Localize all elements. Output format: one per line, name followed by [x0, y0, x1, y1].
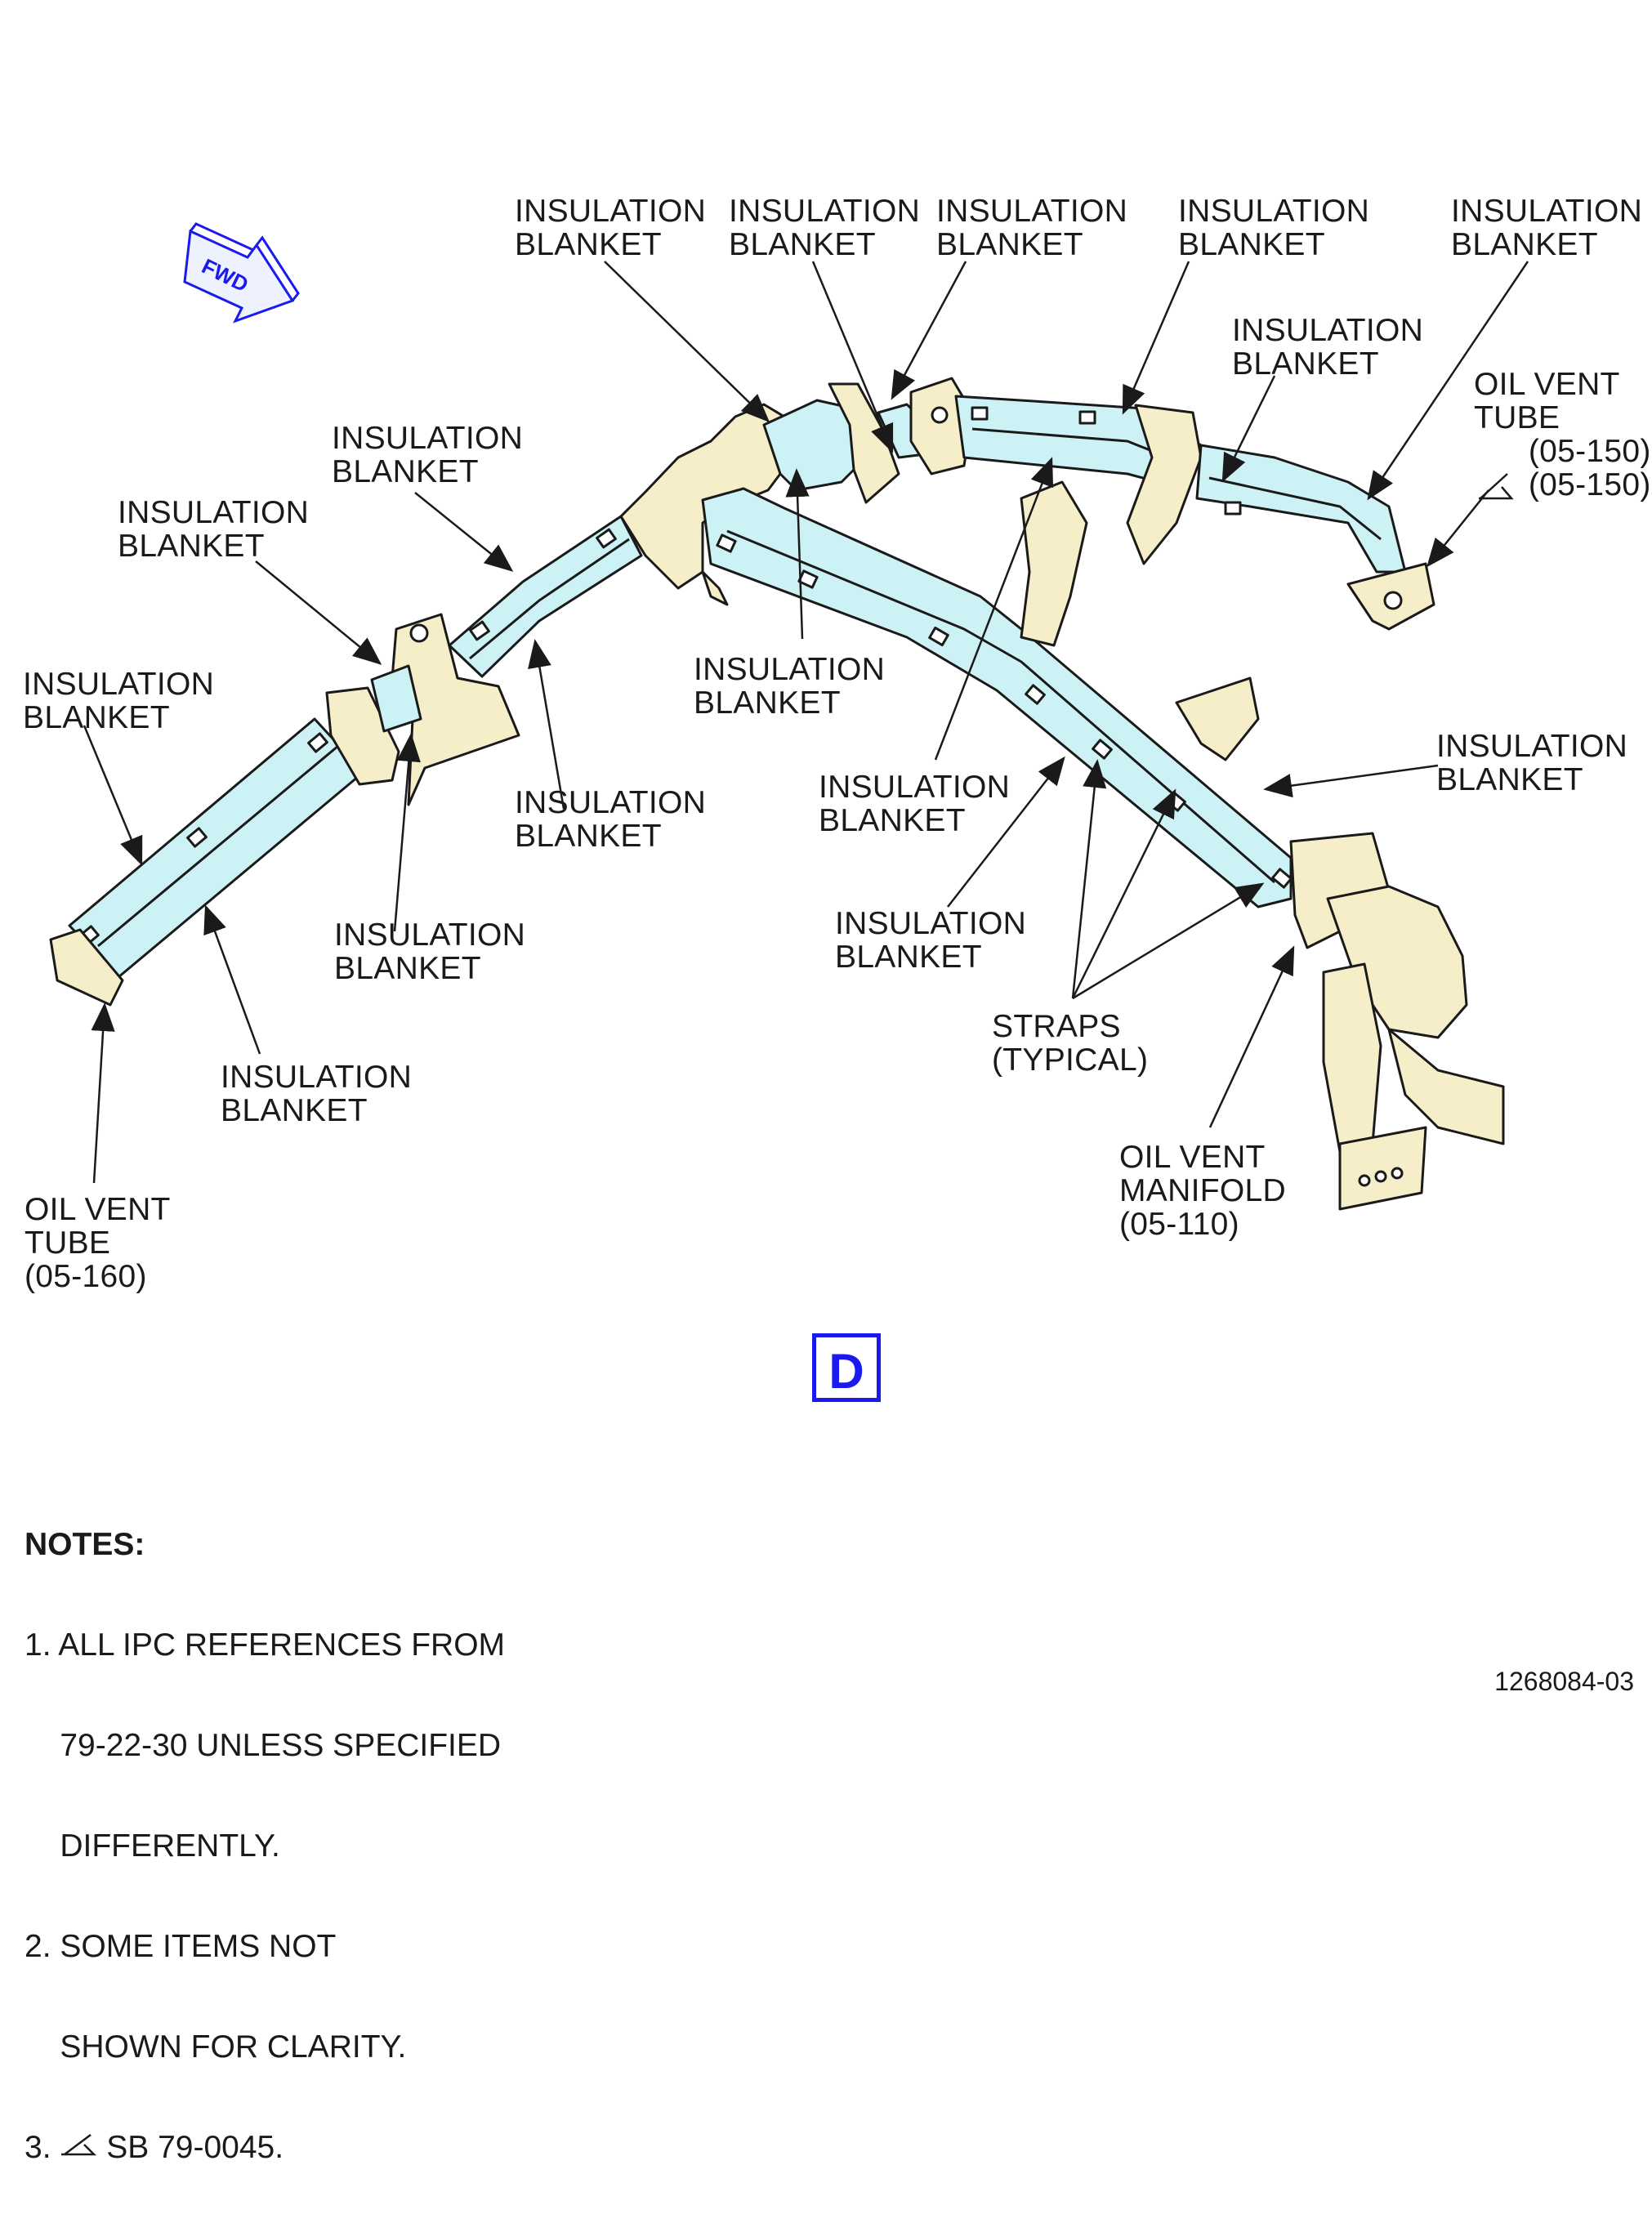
note-3-prefix: 3. [25, 2130, 60, 2165]
sb-symbol-icon [61, 2134, 97, 2156]
label-insulation-blanket: INSULATION BLANKET [332, 421, 524, 489]
note-2-line-2: SHOWN FOR CLARITY. [25, 2029, 407, 2065]
notes-block: NOTES: 1. ALL IPC REFERENCES FROM 79-22-… [25, 1461, 505, 2231]
label-insulation-blanket: INSULATION BLANKET [118, 495, 310, 564]
label-insulation-blanket: INSULATION BLANKET [23, 667, 215, 735]
label-insulation-blanket: INSULATION BLANKET [936, 194, 1128, 262]
view-letter-badge: D [812, 1333, 881, 1402]
label-insulation-blanket: INSULATION BLANKET [835, 906, 1027, 975]
label-insulation-blanket: INSULATION BLANKET [819, 770, 1011, 838]
note-3-text: SB 79-0045. [97, 2130, 284, 2165]
label-oil-vent-manifold: OIL VENT MANIFOLD (05-110) [1119, 1140, 1286, 1242]
label-insulation-blanket: INSULATION BLANKET [1451, 194, 1643, 262]
label-insulation-blanket: INSULATION BLANKET [515, 194, 707, 262]
note-1-line-1: 1. ALL IPC REFERENCES FROM [25, 1627, 506, 1663]
left-tube-assembly [49, 377, 1505, 1211]
label-insulation-blanket: INSULATION BLANKET [334, 917, 526, 986]
notes-title: NOTES: [25, 1527, 145, 1562]
label-oil-vent-tube-right: OIL VENT TUBE (05-150) (05-150) [1474, 367, 1651, 502]
fwd-arrow-icon: FWD [183, 222, 300, 324]
label-insulation-blanket: INSULATION BLANKET [1178, 194, 1370, 262]
label-insulation-blanket: INSULATION BLANKET [694, 652, 886, 721]
illustration: FWD [49, 222, 1529, 1211]
note-3: 3. SB 79-0045. [25, 2131, 505, 2164]
label-insulation-blanket: INSULATION BLANKET [515, 785, 707, 854]
label-insulation-blanket: INSULATION BLANKET [729, 194, 921, 262]
drawing-number: 1268084-03 [1494, 1667, 1634, 1696]
label-insulation-blanket: INSULATION BLANKET [1436, 729, 1628, 797]
note-1-line-2: 79-22-30 UNLESS SPECIFIED [25, 1728, 502, 1763]
label-straps: STRAPS (TYPICAL) [992, 1009, 1149, 1078]
label-oil-vent-tube-left: OIL VENT TUBE (05-160) [25, 1192, 171, 1294]
label-insulation-blanket: INSULATION BLANKET [1232, 313, 1424, 382]
leader-lines [83, 261, 1529, 1184]
sb-symbol-icon [1479, 473, 1514, 500]
diagram-stage: FWD [23, 194, 1651, 2164]
note-1-line-3: DIFFERENTLY. [25, 1828, 280, 1864]
note-2-line-1: 2. SOME ITEMS NOT [25, 1929, 337, 1964]
label-insulation-blanket: INSULATION BLANKET [221, 1060, 413, 1128]
